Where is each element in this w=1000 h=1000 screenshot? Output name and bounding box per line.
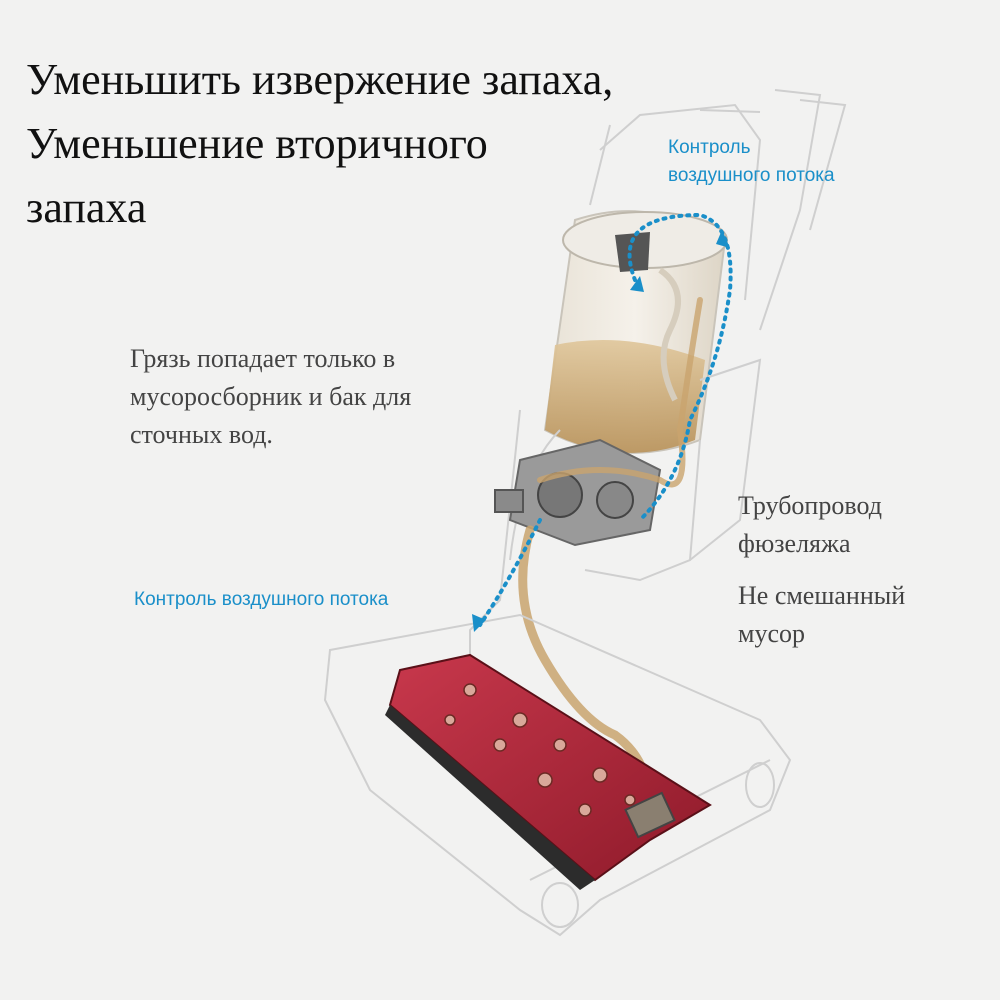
motor-assembly <box>494 438 662 547</box>
pipeline-note-line-1: Трубопровод <box>738 491 882 520</box>
headline-line-3: запаха <box>26 183 147 232</box>
airflow-arrows <box>478 212 733 627</box>
headline-line-2: Уменьшение вторичного <box>26 119 488 168</box>
debris-note-line-2: мусор <box>738 619 805 648</box>
vacuum-handle <box>589 89 847 331</box>
upper-pipeline <box>537 297 703 488</box>
airflow-arrowheads <box>472 230 730 632</box>
dirt-description-line-1: Грязь попадает только в <box>130 344 396 373</box>
headline-line-1: Уменьшить извержение запаха, <box>26 55 614 104</box>
debris-note: Не смешанный мусор <box>738 577 905 653</box>
debris-tray <box>385 653 712 890</box>
airflow-label-top-line-1: Контроль <box>668 137 751 158</box>
debris-note-line-1: Не смешанный <box>738 581 906 610</box>
dirty-water-tank <box>543 210 728 454</box>
airflow-label-bottom: Контроль воздушного потока <box>134 589 389 610</box>
dirt-description-line-3: сточных вод. <box>130 420 273 449</box>
pipeline-note: Трубопровод фюзеляжа <box>738 487 882 563</box>
headline: Уменьшить извержение запаха, Уменьшение … <box>26 48 613 240</box>
airflow-label-top-line-2: воздушного потока <box>668 165 835 186</box>
pipeline-note-line-2: фюзеляжа <box>738 529 851 558</box>
dirt-description: Грязь попадает только в мусоросборник и … <box>130 340 411 454</box>
airflow-label-top: Контроль воздушного потока <box>668 134 835 190</box>
dirt-description-line-2: мусоросборник и бак для <box>130 382 412 411</box>
debris-particles <box>444 683 636 817</box>
